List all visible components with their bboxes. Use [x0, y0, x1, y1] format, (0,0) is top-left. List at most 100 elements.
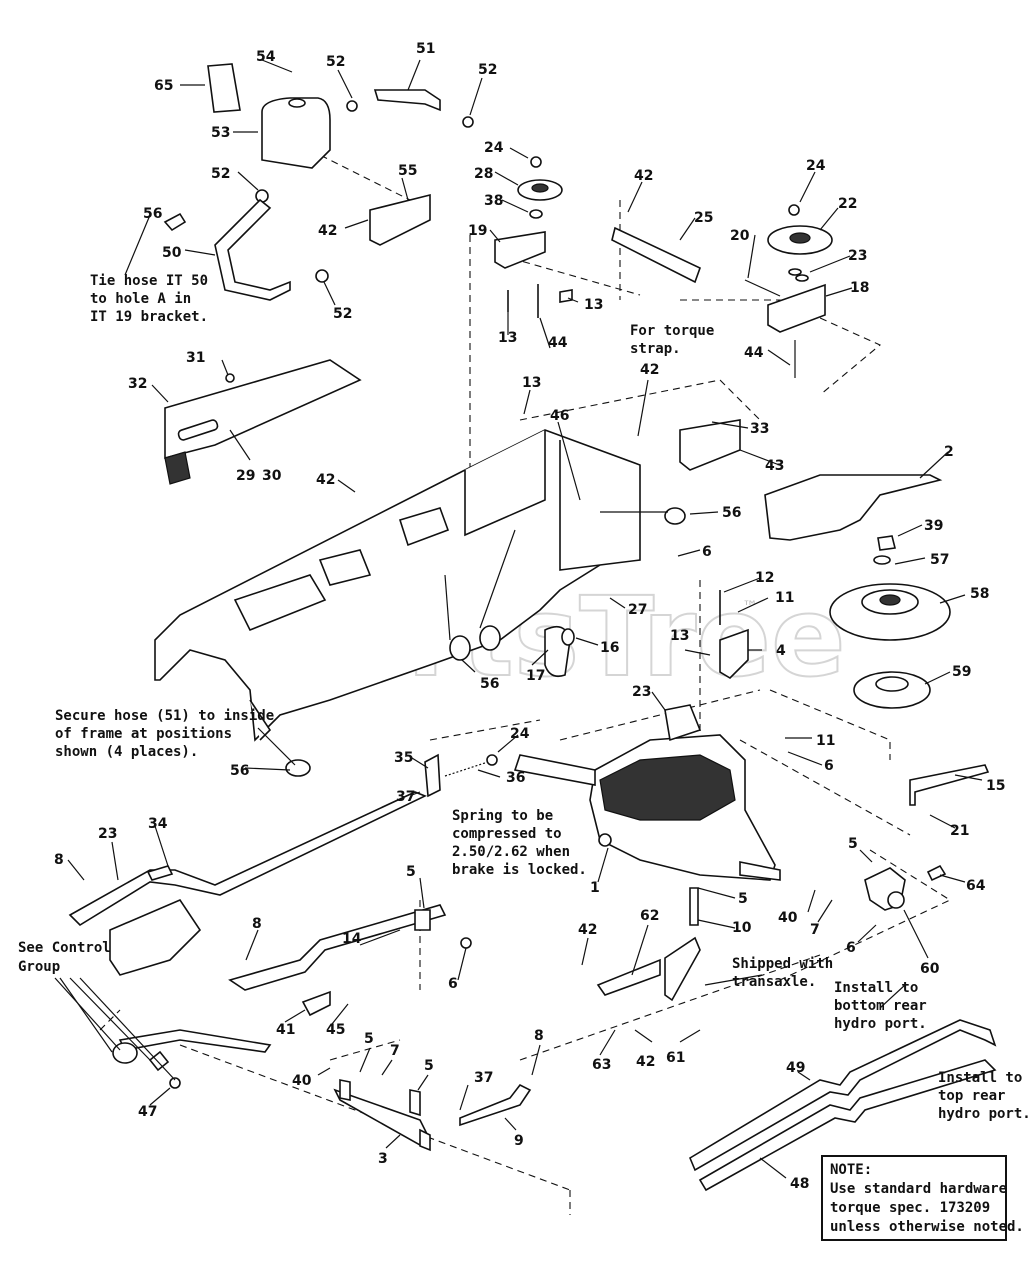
callout-48: 48 [790, 1176, 809, 1192]
hydro-line-48 [698, 1059, 997, 1192]
callout-52: 52 [211, 166, 230, 182]
callout-13: 13 [498, 330, 517, 346]
rod-15 [909, 764, 990, 806]
callout-49: 49 [786, 1060, 805, 1076]
bracket-43 [679, 419, 741, 471]
callout-8: 8 [54, 852, 64, 868]
callout-24: 24 [484, 140, 504, 156]
callout-6: 6 [846, 940, 856, 956]
callout-52: 52 [478, 62, 497, 78]
bracket-41 [301, 990, 331, 1017]
tank-strap-65 [207, 63, 241, 113]
callout-58: 58 [970, 586, 989, 602]
callout-12: 12 [755, 570, 774, 586]
bolt-10 [689, 887, 699, 926]
bracket-18 [767, 283, 826, 333]
callout-42: 42 [316, 472, 335, 488]
callout-56: 56 [143, 206, 162, 222]
note-bottom-port: Install to bottom rear hydro port. [834, 980, 935, 1032]
callout-43: 43 [765, 458, 784, 474]
callout-39: 39 [924, 518, 943, 534]
frame-plate-group [164, 359, 362, 485]
callout-59: 59 [952, 664, 971, 680]
callout-62: 62 [640, 908, 659, 924]
callout-10: 10 [732, 920, 752, 936]
rod-34 [68, 791, 427, 927]
callout-28: 28 [474, 166, 493, 182]
callout-52: 52 [326, 54, 345, 70]
callout-13: 13 [670, 628, 689, 644]
callout-18: 18 [850, 280, 869, 296]
callout-20: 20 [730, 228, 750, 244]
callout-42: 42 [318, 223, 337, 239]
callout-45: 45 [326, 1022, 345, 1038]
callout-65: 65 [154, 78, 173, 94]
callout-42: 42 [640, 362, 659, 378]
callout-17: 17 [526, 668, 545, 684]
callout-16: 16 [600, 640, 619, 656]
callout-55: 55 [398, 163, 417, 179]
callout-63: 63 [592, 1057, 611, 1073]
callout-64: 64 [966, 878, 986, 894]
note-box-text: NOTE: Use standard hardware torque spec.… [830, 1162, 1024, 1235]
callout-24: 24 [806, 158, 826, 174]
callout-7: 7 [390, 1043, 400, 1059]
callout-56: 56 [230, 763, 249, 779]
callout-29: 29 [236, 468, 255, 484]
callout-35: 35 [394, 750, 413, 766]
callout-41: 41 [276, 1022, 295, 1038]
callout-labels: 54 52 51 52 65 53 52 55 56 50 42 52 24 2… [54, 41, 1005, 1192]
bracket-62 [596, 958, 661, 996]
notes: Tie hose IT 50 to hole A in IT 19 bracke… [18, 273, 1031, 1122]
chassis-frame [154, 429, 641, 742]
bracket-55 [369, 193, 431, 246]
hydro-parts [596, 764, 997, 1192]
callout-52: 52 [333, 306, 352, 322]
callout-8: 8 [534, 1028, 544, 1044]
link-9 [459, 1083, 532, 1127]
callout-5: 5 [424, 1058, 434, 1074]
fuel-cap [288, 98, 306, 108]
bracket-19 [494, 231, 546, 269]
torque-strap-25 [611, 226, 701, 284]
callout-19: 19 [468, 223, 487, 239]
callout-33: 33 [750, 421, 769, 437]
callout-37: 37 [396, 789, 415, 805]
lower-linkage [109, 899, 532, 1152]
hose-clamp-56 [163, 212, 187, 232]
callout-51: 51 [416, 41, 435, 57]
callout-31: 31 [186, 350, 205, 366]
note-shipped: Shipped with transaxle. [732, 956, 842, 990]
note-torque-strap: For torque strap. [630, 323, 723, 357]
callout-37: 37 [474, 1070, 493, 1086]
transaxle-1 [513, 704, 781, 881]
callout-5: 5 [406, 864, 416, 880]
callout-50: 50 [162, 245, 182, 261]
callout-27: 27 [628, 602, 647, 618]
plate-29-30 [164, 359, 362, 460]
note-secure-hose: Secure hose (51) to inside of frame at p… [55, 708, 283, 760]
callout-8: 8 [252, 916, 262, 932]
callout-9: 9 [514, 1133, 524, 1149]
callout-42: 42 [578, 922, 597, 938]
shock-absorber [664, 936, 701, 1002]
callout-14: 14 [342, 931, 362, 947]
pulleys [829, 535, 951, 709]
callout-6: 6 [702, 544, 712, 560]
callout-23: 23 [98, 826, 117, 842]
hydro-line-49 [688, 1019, 997, 1172]
callout-2: 2 [944, 444, 954, 460]
callout-1: 1 [590, 880, 600, 896]
note-tie-hose: Tie hose IT 50 to hole A in IT 19 bracke… [90, 273, 216, 325]
callout-47: 47 [138, 1104, 157, 1120]
callout-6: 6 [824, 758, 834, 774]
callout-56: 56 [722, 505, 741, 521]
callout-25: 25 [694, 210, 713, 226]
frame-brackets [544, 419, 943, 680]
callout-46: 46 [550, 408, 569, 424]
callout-42: 42 [636, 1054, 655, 1070]
callout-61: 61 [666, 1050, 685, 1066]
fuel-tank-group [163, 63, 474, 301]
callout-56: 56 [480, 676, 499, 692]
